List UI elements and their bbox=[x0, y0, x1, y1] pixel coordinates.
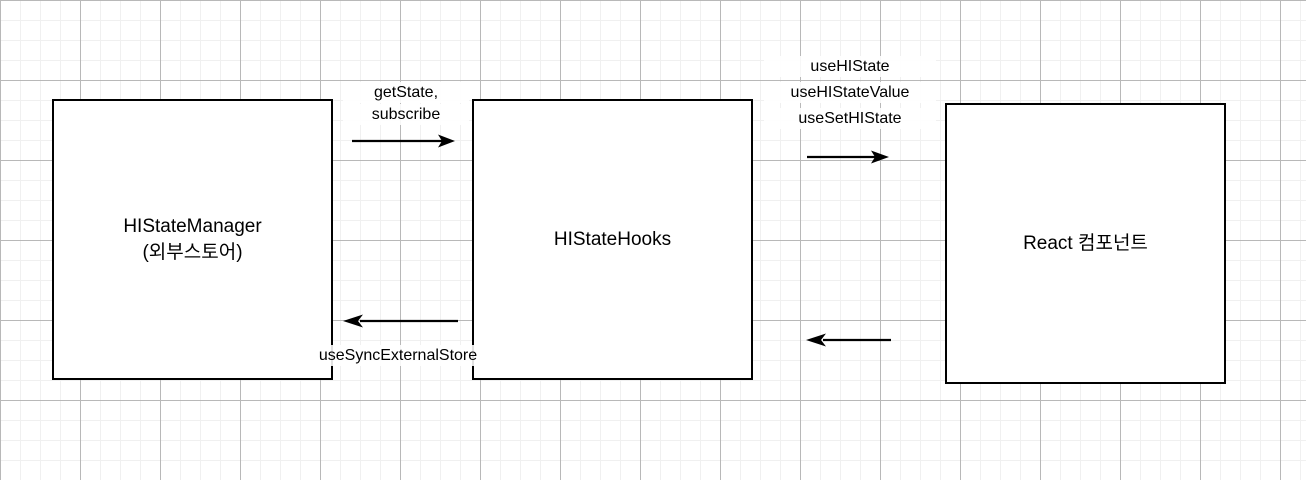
edge-manager-to-hooks-label-line1: getState, bbox=[343, 82, 469, 103]
edge-hooks-to-manager-label: useSyncExternalStore bbox=[282, 345, 514, 366]
edge-hooks-to-component-label-line1: useHIState bbox=[764, 56, 936, 77]
edge-hooks-to-component-label-line2: useHIStateValue bbox=[764, 82, 936, 103]
node-react-component[interactable]: React 컴포넌트 bbox=[945, 103, 1226, 384]
node-histate-hooks-label-line1: HIStateHooks bbox=[553, 228, 672, 250]
node-react-component-label-line1: React 컴포넌트 bbox=[1023, 232, 1148, 254]
node-histate-manager-label-line1: HIStateManager bbox=[123, 215, 262, 237]
edge-component-to-hooks-arrow bbox=[806, 333, 891, 347]
node-histate-manager-label-line2: (외부스토어) bbox=[142, 241, 243, 263]
edge-hooks-to-component-label-line3: useSetHIState bbox=[764, 108, 936, 129]
edge-manager-to-hooks-arrow bbox=[352, 134, 455, 148]
node-histate-hooks[interactable]: HIStateHooks bbox=[472, 99, 753, 380]
edge-hooks-to-component-arrow bbox=[807, 150, 889, 164]
edge-hooks-to-manager-arrow bbox=[343, 314, 458, 328]
edge-manager-to-hooks-label-line2: subscribe bbox=[343, 104, 469, 125]
node-histate-manager[interactable]: HIStateManager (외부스토어) bbox=[52, 99, 333, 380]
